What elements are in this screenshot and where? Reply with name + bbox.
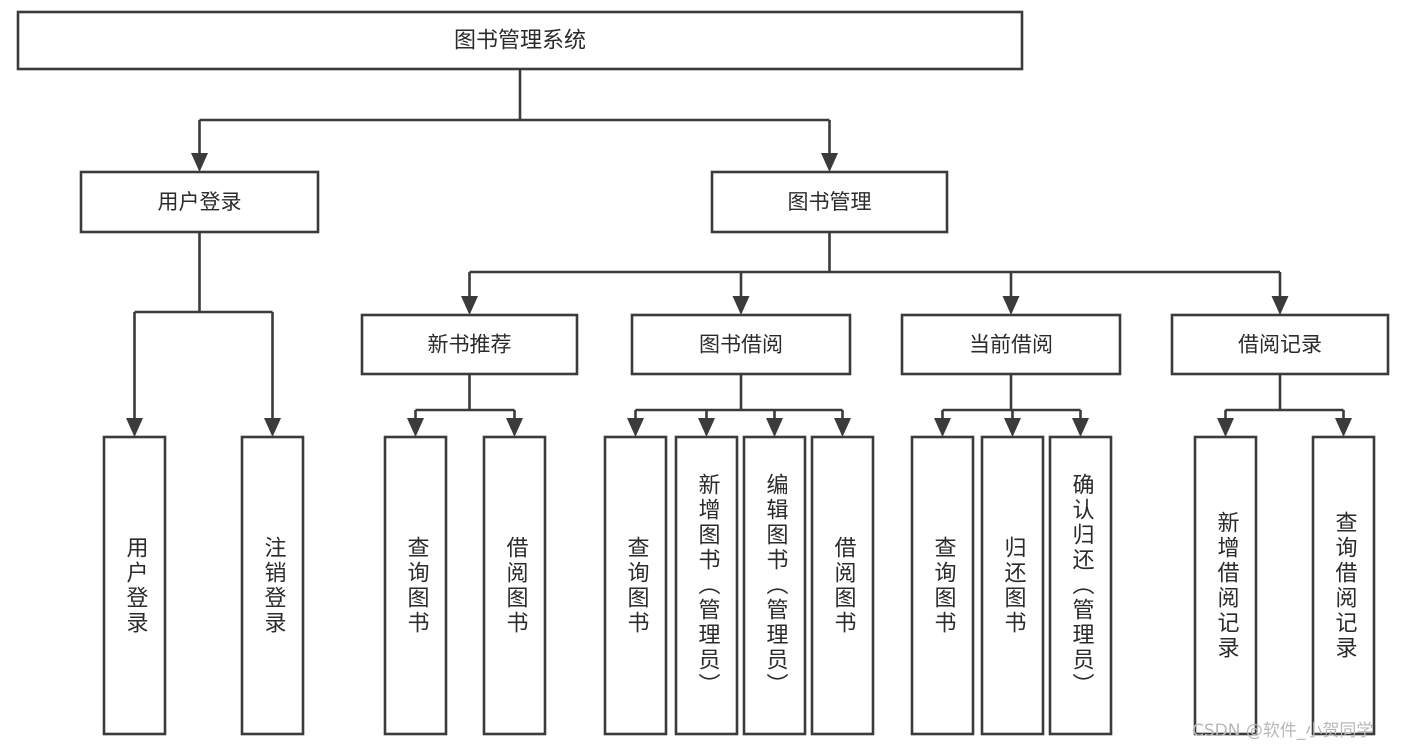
node-user-login-box[interactable]	[79, 170, 320, 234]
connector-to-leaf-logout-arrow-head-icon	[264, 418, 281, 437]
connector-to-current-borrow-arrow-head-icon	[1002, 296, 1020, 315]
connector-to-leaf-confirm-return-admin-arrow-head-icon	[1072, 418, 1089, 437]
connector-to-user-login-arrow-head-icon	[191, 153, 208, 172]
node-leaf-add-book-admin-box[interactable]	[674, 435, 739, 736]
connector-to-leaf-query-borrow-record-arrow-head-icon	[1335, 418, 1352, 437]
node-current-borrow-box[interactable]	[900, 313, 1122, 376]
node-leaf-add-borrow-record-box[interactable]	[1193, 435, 1258, 736]
connector-to-leaf-add-borrow-record-arrow-head-icon	[1217, 418, 1234, 437]
node-book-management-box[interactable]	[710, 170, 949, 234]
connector-to-leaf-borrow-book-recommend-arrow-head-icon	[506, 418, 523, 437]
node-book-management-label: 图书管理	[788, 190, 872, 214]
connector-to-book-management-arrow-head-icon	[821, 153, 838, 172]
connector-to-leaf-user-login-arrow-head-icon	[126, 418, 143, 437]
connector-to-borrow-record-arrow-head-icon	[1271, 296, 1289, 315]
node-leaf-query-book-current-box[interactable]	[910, 435, 975, 736]
node-leaf-query-book-recommend-box[interactable]	[383, 435, 448, 736]
node-leaf-query-borrow-record-box[interactable]	[1311, 435, 1376, 736]
connector-to-leaf-query-book-borrow-arrow-head-icon	[627, 418, 644, 437]
connector-to-book-borrow-arrow-head-icon	[732, 296, 750, 315]
connector-to-leaf-query-book-current-arrow-head-icon	[934, 418, 951, 437]
connector-to-leaf-edit-book-admin-arrow-head-icon	[766, 418, 783, 437]
node-new-book-recommend-label: 新书推荐	[428, 333, 512, 357]
node-leaf-query-book-borrow-box[interactable]	[603, 435, 668, 736]
connector-to-leaf-query-book-recommend-arrow-head-icon	[407, 418, 424, 437]
node-book-borrow-box[interactable]	[630, 313, 852, 376]
node-box-layer	[16, 10, 1390, 736]
node-user-login-label: 用户登录	[158, 190, 242, 214]
node-borrow-record-label: 借阅记录	[1238, 333, 1322, 357]
node-leaf-edit-book-admin-box[interactable]	[742, 435, 807, 736]
connector-to-leaf-borrow-book-arrow-head-icon	[834, 418, 851, 437]
root-node-box[interactable]	[16, 10, 1024, 71]
connector-to-leaf-return-book-arrow-head-icon	[1004, 418, 1021, 437]
node-leaf-return-book-box[interactable]	[980, 435, 1045, 736]
node-borrow-record-box[interactable]	[1170, 313, 1390, 376]
node-leaf-logout-box[interactable]	[240, 435, 305, 736]
connector-to-new-book-recommend-arrow-head-icon	[461, 296, 478, 315]
node-new-book-recommend-box[interactable]	[360, 313, 579, 376]
node-leaf-borrow-book-recommend-box[interactable]	[482, 435, 547, 736]
node-current-borrow-label: 当前借阅	[969, 333, 1053, 357]
node-leaf-confirm-return-admin-box[interactable]	[1048, 435, 1113, 736]
node-book-borrow-label: 图书借阅	[699, 333, 783, 357]
connector-layer	[126, 69, 1352, 437]
connector-to-leaf-add-book-admin-arrow-head-icon	[698, 418, 715, 437]
node-leaf-user-login-box[interactable]	[102, 435, 167, 736]
root-node-label: 图书管理系统	[454, 29, 586, 54]
node-leaf-borrow-book-box[interactable]	[810, 435, 875, 736]
